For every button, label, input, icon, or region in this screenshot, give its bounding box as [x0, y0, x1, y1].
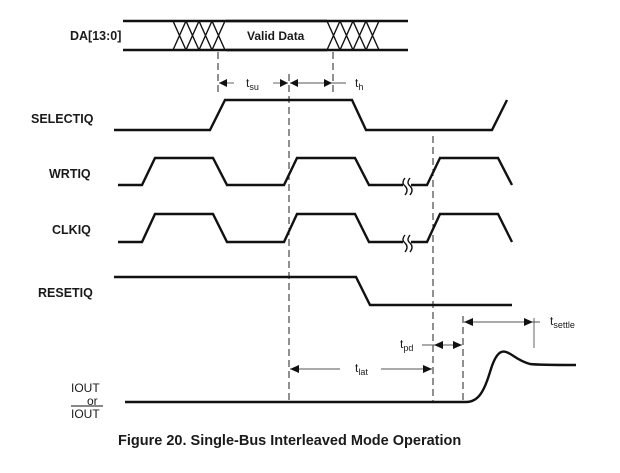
transition-hatch-1 — [172, 20, 226, 51]
wrtiq-waveform — [118, 156, 403, 187]
valid-data-label: Valid Data — [247, 29, 305, 43]
selectiq-waveform — [114, 98, 509, 132]
tsettle-label: tsettle — [550, 314, 575, 330]
signal-label-clkiq: CLKIQ — [52, 223, 91, 237]
tpd-dimension: tpd — [400, 337, 462, 353]
th-label: th — [355, 76, 363, 92]
tlat-dimension: tlat — [290, 361, 432, 377]
tlat-label: tlat — [355, 361, 368, 377]
clkiq-waveform-after-break — [411, 212, 514, 244]
th-dimension: th — [290, 76, 363, 92]
signal-label-iout: IOUT or IOUT — [71, 381, 103, 421]
signal-label-da: DA[13:0] — [70, 29, 121, 43]
da-bus-waveform: Valid Data — [123, 19, 408, 52]
signal-label-selectiq: SELECTIQ — [31, 112, 94, 126]
clkiq-waveform — [118, 212, 403, 244]
tsettle-dimension: tsettle — [464, 314, 575, 348]
figure-caption: Figure 20. Single-Bus Interleaved Mode O… — [118, 433, 461, 449]
transition-hatch-2 — [326, 20, 380, 51]
tsu-label: tsu — [246, 76, 259, 92]
iout-label-line1: IOUT — [71, 381, 100, 395]
signal-label-wrtiq: WRTIQ — [49, 167, 91, 181]
wrtiq-break-symbol — [402, 177, 413, 196]
iout-waveform — [125, 350, 577, 404]
resetiq-waveform — [114, 275, 512, 307]
tsu-dimension: tsu — [219, 76, 288, 92]
signal-label-resetiq: RESETIQ — [38, 286, 93, 300]
clkiq-break-symbol — [402, 234, 413, 253]
iout-label-line3: IOUT — [71, 407, 100, 421]
tpd-label: tpd — [400, 337, 413, 353]
iout-label-line2: or — [87, 394, 98, 408]
wrtiq-waveform-after-break — [411, 156, 514, 187]
